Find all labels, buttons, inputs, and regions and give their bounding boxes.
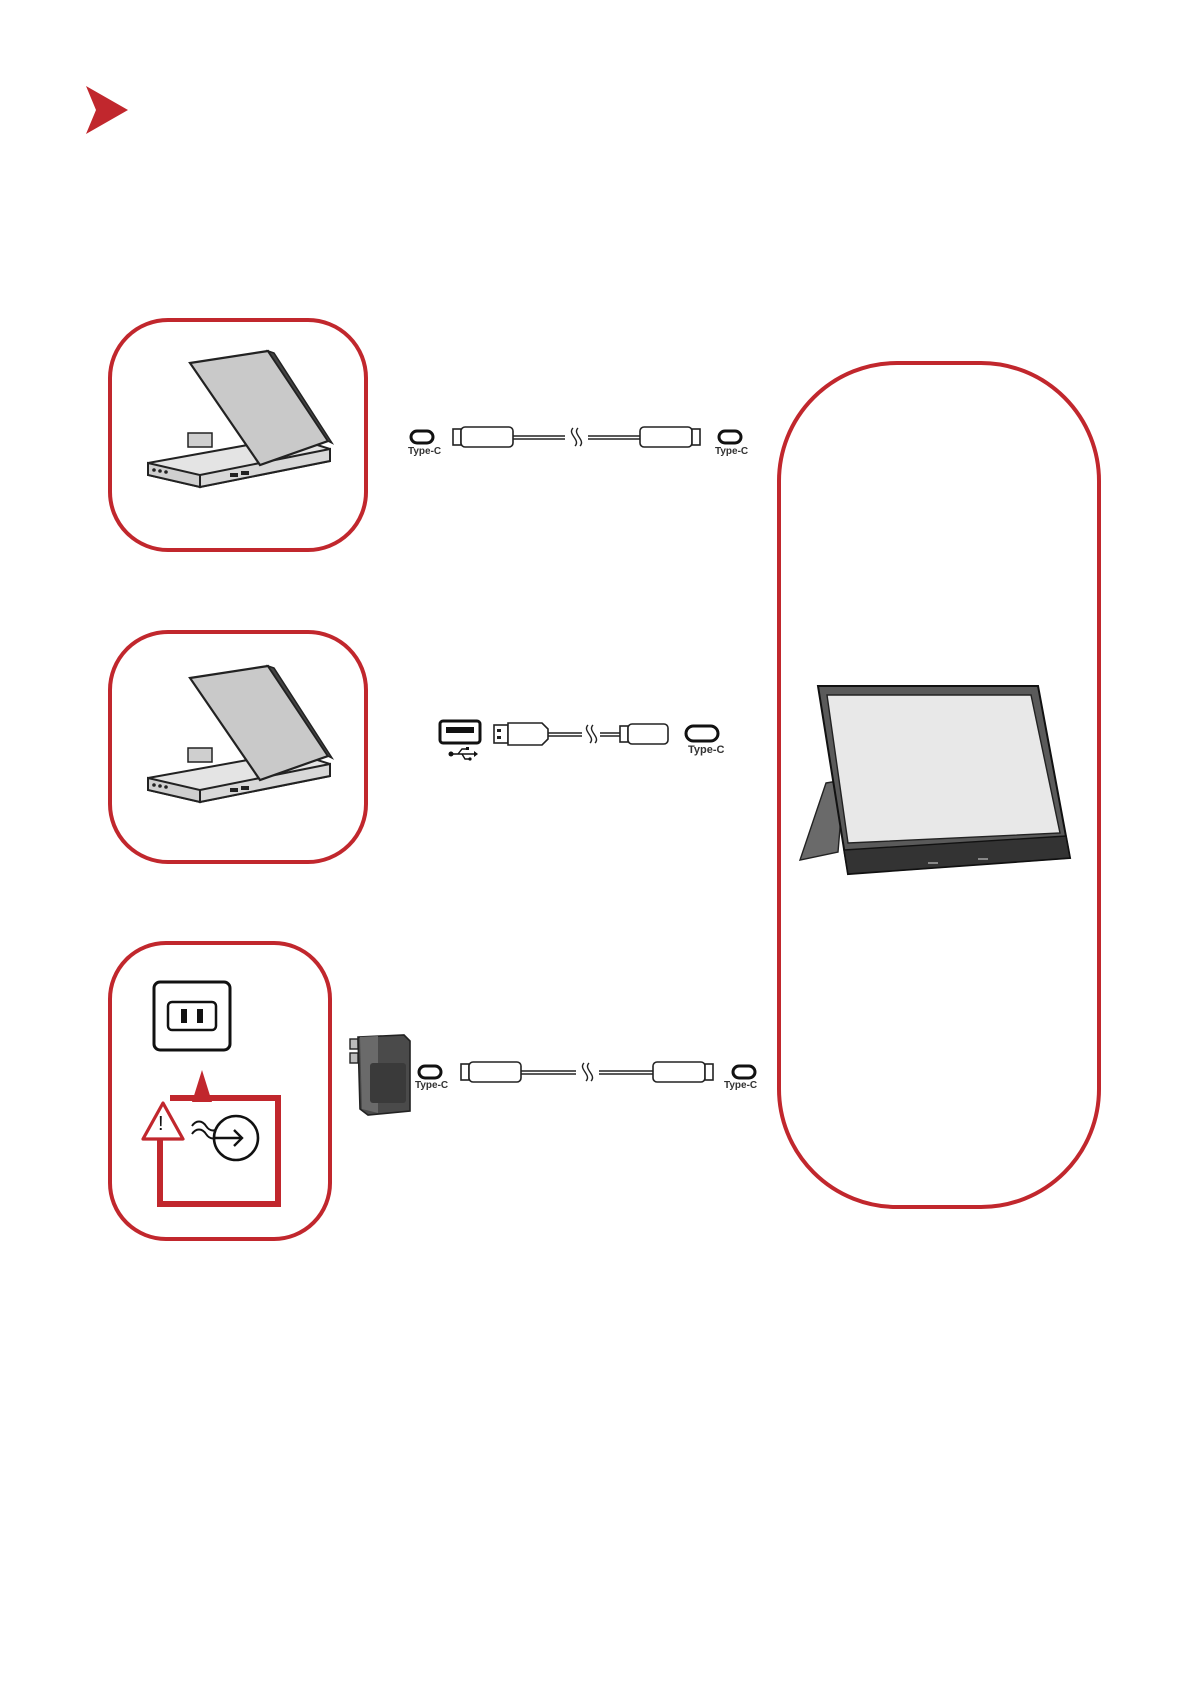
left-port-label: Type-C (415, 1080, 448, 1091)
left-port-label: Type-C (408, 446, 441, 457)
laptop-icon (140, 660, 340, 820)
right-port-label: Type-C (688, 744, 724, 756)
typec-to-typec-cable (413, 1053, 763, 1093)
laptop-icon (140, 345, 340, 505)
chevron-right-icon (86, 86, 128, 134)
power-adapter-icon (348, 1033, 414, 1117)
warning-symbol: ! (158, 1113, 164, 1136)
usba-to-typec-cable (436, 715, 726, 763)
right-port-label: Type-C (724, 1080, 757, 1091)
typec-to-typec-cable (405, 418, 750, 458)
power-outlet-icon (152, 980, 232, 1052)
usb-icon (448, 747, 478, 761)
right-port-label: Type-C (715, 446, 748, 457)
portable-monitor-icon (798, 680, 1080, 880)
